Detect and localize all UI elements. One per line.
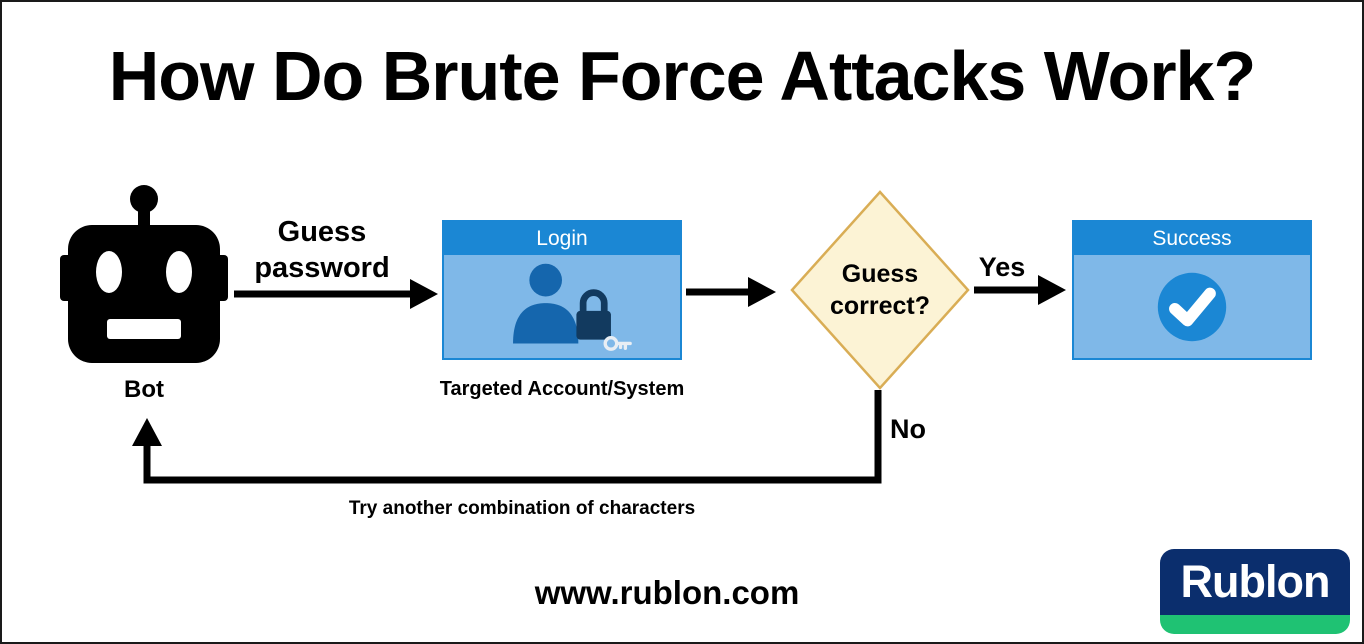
robot-antenna-stem <box>138 209 150 227</box>
success-node-body <box>1074 255 1310 358</box>
robot-mouth <box>107 319 181 339</box>
website-text: www.rublon.com <box>534 574 800 611</box>
robot-eye-right <box>166 251 192 293</box>
user-lock-icon <box>513 263 632 351</box>
no-label: No <box>890 414 926 444</box>
decision-label: Guess correct? <box>800 258 960 322</box>
rublon-logo-wordmark: Rublon <box>1160 549 1350 615</box>
loop-decision-to-bot <box>143 390 882 484</box>
decision-label-line2: correct? <box>829 292 931 320</box>
retry-label: Try another combination of characters <box>348 498 696 519</box>
login-node-caption: Targeted Account/System <box>439 378 685 400</box>
success-node: Success <box>1072 220 1312 360</box>
rublon-logo: Rublon <box>1160 549 1350 634</box>
robot-head <box>68 225 220 363</box>
yes-label: Yes <box>978 252 1026 282</box>
arrowhead-login-to-decision <box>748 277 776 307</box>
arrowhead-loop-to-bot <box>132 418 162 446</box>
guess-password-line2: password <box>254 252 390 284</box>
rublon-logo-underline <box>1160 615 1350 634</box>
robot-icon <box>60 185 228 363</box>
success-node-header: Success <box>1074 222 1310 255</box>
login-node-body <box>444 255 680 358</box>
guess-password-label: Guess password <box>227 214 417 286</box>
arrowhead-decision-to-success <box>1038 275 1066 305</box>
login-node-header: Login <box>444 222 680 255</box>
decision-label-line1: Guess <box>841 260 919 288</box>
bot-label: Bot <box>124 376 164 403</box>
check-icon <box>1157 272 1227 341</box>
guess-password-line1: Guess <box>277 216 367 248</box>
page-title: How Do Brute Force Attacks Work? <box>108 37 1257 115</box>
robot-eye-left <box>96 251 122 293</box>
robot-antenna <box>130 185 158 213</box>
login-node: Login <box>442 220 682 360</box>
